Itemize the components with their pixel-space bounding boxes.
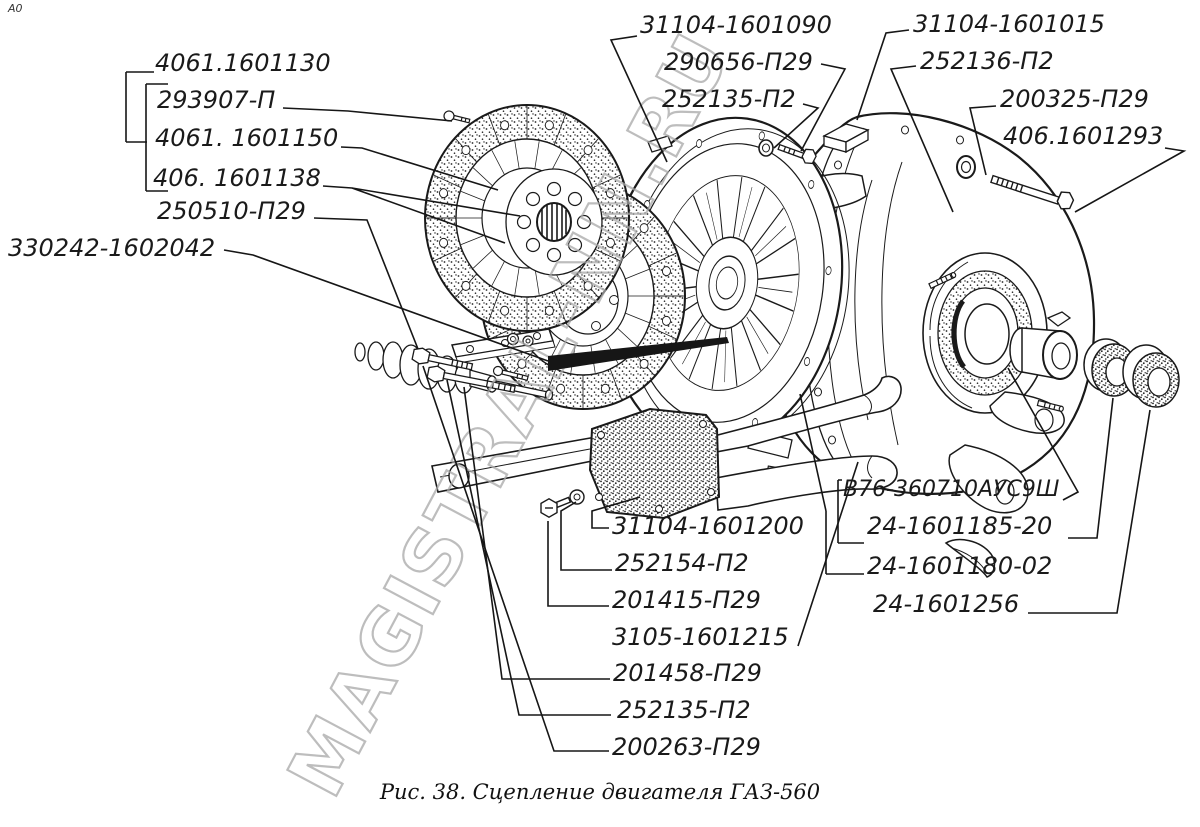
figure-caption: Рис. 38. Сцепление двигателя ГАЗ-560 [379, 780, 821, 804]
part-label: 252136-П2 [920, 47, 1054, 75]
part-label: 24-1601185-20 [867, 512, 1053, 540]
pressure-plate [604, 116, 850, 459]
part-label: 31104-1601015 [913, 10, 1105, 38]
bracket-screw [492, 365, 529, 382]
small-screw-top [443, 110, 471, 124]
part-label: 293907-П [157, 86, 276, 114]
fork-cover-pad [588, 407, 721, 520]
part-label: 250510-П29 [157, 197, 306, 225]
part-label: 31104-1601090 [640, 11, 832, 39]
part-label: 200263-П29 [612, 733, 761, 761]
release-bearing [1009, 311, 1078, 380]
flange-bolt-washer [758, 139, 817, 165]
part-label: 290656-П29 [664, 48, 813, 76]
part-label: 201415-П29 [612, 586, 761, 614]
disc-damper-hub [505, 168, 603, 276]
part-label: 252135-П2 [617, 696, 751, 724]
part-label: 252135-П2 [662, 85, 796, 113]
long-bolt-406-1601293 [990, 174, 1075, 210]
part-label: 4061. 1601150 [155, 124, 339, 152]
leader-lines [125, 29, 1187, 752]
release-fork [431, 375, 902, 520]
part-label: 406. 1601138 [153, 164, 321, 192]
lock-washer-200325 [956, 155, 976, 179]
part-label: 31104-1601200 [612, 512, 804, 540]
fork-arm-upper [713, 375, 902, 453]
part-label: 330242-1602042 [8, 234, 216, 262]
fork-boot-bracket [944, 538, 996, 578]
mounting-bracket [411, 328, 556, 393]
part-label: 24-1601180-02 [867, 552, 1053, 580]
fork-arm-lower [715, 455, 898, 511]
part-label: В76-360710АУС9Ш [843, 477, 1060, 502]
part-label: 200325-П29 [1000, 85, 1149, 113]
clutch-disc-front [424, 104, 630, 332]
bracket-bolt-2 [426, 365, 516, 393]
part-label: 201458-П29 [613, 659, 762, 687]
corner-mark: А0 [8, 2, 23, 15]
bearing-ring-2 [1122, 344, 1180, 408]
thick-pointer-wedge [548, 337, 729, 371]
part-label: 24-1601256 [873, 590, 1020, 618]
bracket-bolt-1 [411, 347, 474, 371]
part-label: 3105-1601215 [612, 623, 789, 651]
small-bolt-washer [540, 489, 585, 519]
part-label: 406.1601293 [1003, 122, 1164, 150]
part-label: 4061.1601130 [155, 49, 331, 77]
part-label: 252154-П2 [615, 549, 749, 577]
